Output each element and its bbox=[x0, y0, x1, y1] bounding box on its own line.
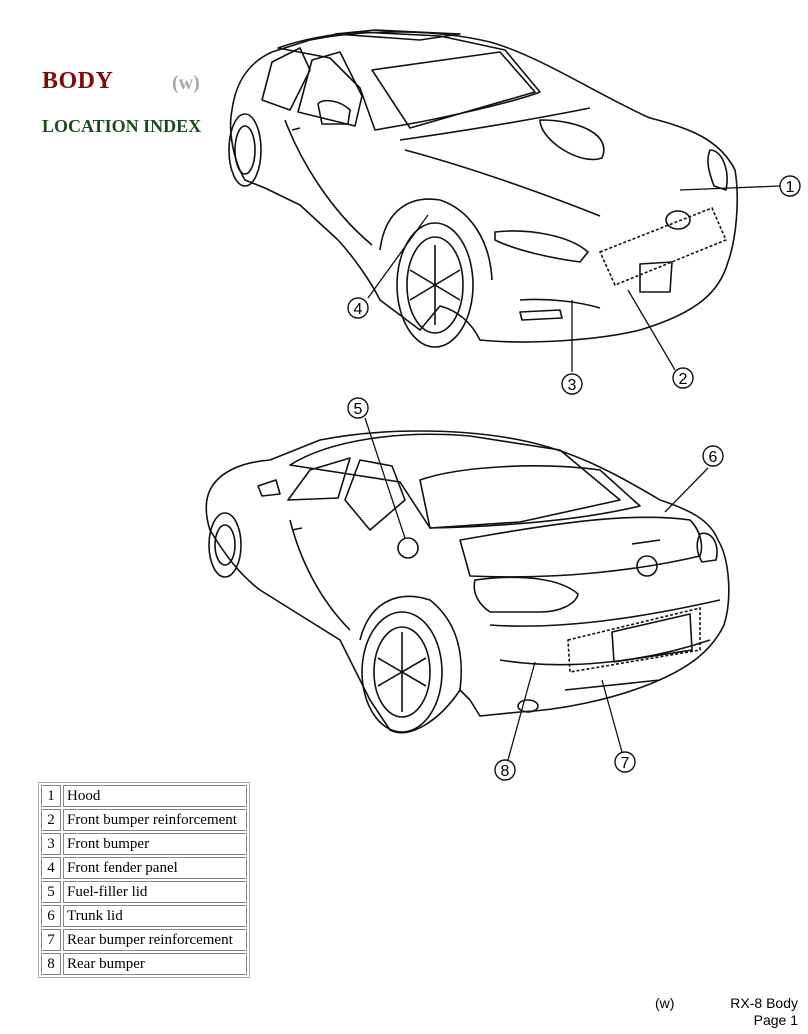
legend-number: 5 bbox=[41, 881, 61, 903]
callout-3: 3 bbox=[561, 373, 583, 395]
legend-number: 4 bbox=[41, 857, 61, 879]
table-row: 6 Trunk lid bbox=[41, 905, 247, 927]
svg-text:1: 1 bbox=[786, 179, 795, 196]
footer-page-info: RX-8 Body Page 1 bbox=[730, 995, 798, 1029]
front-car-illustration bbox=[228, 29, 739, 348]
parts-legend-table: 1 Hood 2 Front bumper reinforcement 3 Fr… bbox=[38, 782, 250, 978]
table-row: 2 Front bumper reinforcement bbox=[41, 809, 247, 831]
svg-text:5: 5 bbox=[354, 401, 363, 418]
legend-number: 7 bbox=[41, 929, 61, 951]
footer-model: RX-8 Body bbox=[730, 995, 798, 1011]
table-row: 1 Hood bbox=[41, 785, 247, 807]
table-row: 4 Front fender panel bbox=[41, 857, 247, 879]
legend-part: Rear bumper bbox=[63, 953, 247, 975]
legend-number: 6 bbox=[41, 905, 61, 927]
table-row: 5 Fuel-filler lid bbox=[41, 881, 247, 903]
svg-text:7: 7 bbox=[621, 755, 630, 772]
legend-number: 3 bbox=[41, 833, 61, 855]
legend-part: Fuel-filler lid bbox=[63, 881, 247, 903]
legend-number: 2 bbox=[41, 809, 61, 831]
table-row: 7 Rear bumper reinforcement bbox=[41, 929, 247, 951]
page-subtitle: LOCATION INDEX bbox=[42, 116, 202, 136]
footer-section-code: (w) bbox=[655, 995, 675, 1011]
callout-5: 5 bbox=[347, 397, 369, 419]
svg-text:6: 6 bbox=[709, 449, 718, 466]
callout-4: 4 bbox=[347, 297, 369, 319]
callout-7: 7 bbox=[614, 751, 636, 773]
table-row: 3 Front bumper bbox=[41, 833, 247, 855]
legend-part: Front fender panel bbox=[63, 857, 247, 879]
svg-text:8: 8 bbox=[501, 763, 510, 780]
section-code: (w) bbox=[172, 72, 200, 94]
callout-1: 1 bbox=[779, 175, 801, 197]
svg-text:4: 4 bbox=[354, 301, 363, 318]
legend-part: Trunk lid bbox=[63, 905, 247, 927]
leader-lines bbox=[364, 185, 781, 761]
svg-text:2: 2 bbox=[679, 371, 688, 388]
rear-car-illustration bbox=[205, 430, 730, 734]
callout-6: 6 bbox=[702, 445, 724, 467]
legend-part: Front bumper reinforcement bbox=[63, 809, 247, 831]
svg-text:3: 3 bbox=[568, 377, 577, 394]
legend-number: 1 bbox=[41, 785, 61, 807]
callout-2: 2 bbox=[672, 367, 694, 389]
legend-part: Front bumper bbox=[63, 833, 247, 855]
legend-number: 8 bbox=[41, 953, 61, 975]
footer-page-number: Page 1 bbox=[753, 1012, 798, 1028]
callouts: 1 2 3 4 5 6 7 8 bbox=[347, 175, 801, 781]
legend-part: Hood bbox=[63, 785, 247, 807]
callout-8: 8 bbox=[494, 759, 516, 781]
table-row: 8 Rear bumper bbox=[41, 953, 247, 975]
legend-part: Rear bumper reinforcement bbox=[63, 929, 247, 951]
page-title: BODY bbox=[42, 68, 114, 94]
